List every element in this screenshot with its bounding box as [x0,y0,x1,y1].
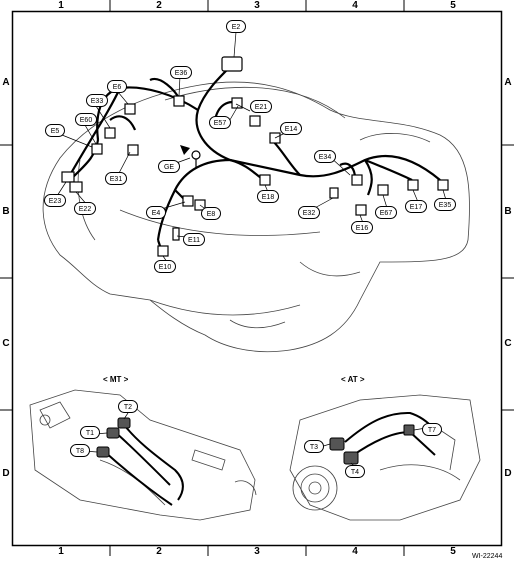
callout-t3: T3 [304,440,324,453]
callout-e23: E23 [44,194,66,207]
callout-e36: E36 [170,66,192,79]
at-harness [344,411,436,457]
callout-e18: E18 [257,190,279,203]
callout-e60: E60 [75,113,97,126]
column-label-5-bottom: 5 [450,546,456,557]
callout-e10: E10 [154,260,176,273]
ground-terminal [180,145,201,168]
callout-e5: E5 [45,124,65,137]
callout-t2: T2 [118,400,138,413]
column-label-3-bottom: 3 [254,546,260,557]
figure-reference: WI-22244 [472,553,503,560]
callout-e35: E35 [434,198,456,211]
column-label-5: 5 [450,0,456,11]
row-label-b: B [2,206,10,217]
callout-e33: E33 [86,94,108,107]
at-transmission [289,394,481,521]
callout-e11: E11 [183,233,205,246]
at-connectors [329,424,415,465]
callout-ge: GE [158,160,180,173]
mt-transmission [29,389,257,521]
caption-at: < AT > [341,375,365,384]
mt-connectors [96,417,131,458]
column-label-2-bottom: 2 [156,546,162,557]
column-label-4-bottom: 4 [352,546,358,557]
row-label-a-right: A [504,77,512,88]
row-label-c-right: C [504,338,512,349]
diagram-frame [11,10,503,547]
row-label-c: C [2,338,10,349]
column-label-3: 3 [254,0,260,11]
callout-t7: T7 [422,423,442,436]
callout-e2: E2 [226,20,246,33]
callout-e34: E34 [314,150,336,163]
callout-e21: E21 [250,100,272,113]
callout-e67: E67 [375,206,397,219]
row-label-b-right: B [504,206,512,217]
column-label-4: 4 [352,0,358,11]
callout-e31: E31 [105,172,127,185]
callout-e6: E6 [107,80,127,93]
caption-mt: < MT > [103,375,129,384]
callout-e22: E22 [74,202,96,215]
row-label-d: D [2,468,10,479]
column-label-2: 2 [156,0,162,11]
callout-e17: E17 [405,200,427,213]
callout-e14: E14 [280,122,302,135]
row-label-a: A [2,77,10,88]
column-label-1-bottom: 1 [58,546,64,557]
row-label-d-right: D [504,468,512,479]
callout-t1: T1 [80,426,100,439]
callout-e8: E8 [201,207,221,220]
column-label-1: 1 [58,0,64,11]
callout-e16: E16 [351,221,373,234]
callout-t4: T4 [345,465,365,478]
callout-e4: E4 [146,206,166,219]
callout-e57: E57 [209,116,231,129]
callout-e32: E32 [298,206,320,219]
engine-outline [42,81,470,353]
callout-t8: T8 [70,444,90,457]
